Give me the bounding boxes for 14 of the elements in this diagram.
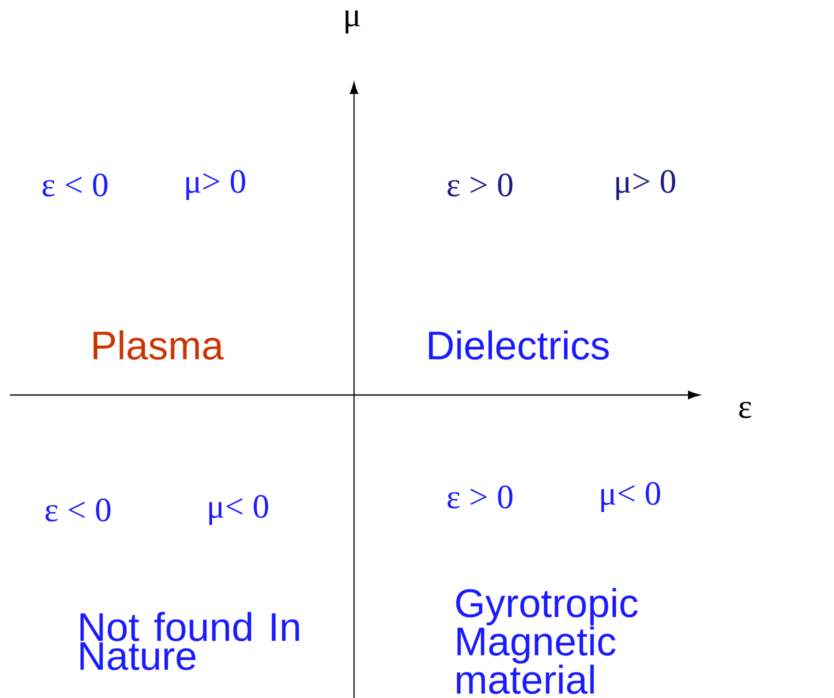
region-label: Gyrotropic Magnetic material (456, 588, 638, 694)
condition-label: μ> 0 (616, 170, 676, 200)
region-label: Plasma (94, 330, 224, 360)
condition-label: μ> 0 (186, 170, 246, 200)
axis-label: ε (739, 402, 752, 418)
condition-label: ε < 0 (42, 174, 108, 196)
condition-label: ε < 0 (46, 498, 110, 522)
condition-label: μ< 0 (209, 495, 268, 525)
region-label: Not found In Nature (80, 612, 299, 670)
condition-label: ε > 0 (448, 174, 512, 196)
condition-label: ε > 0 (448, 486, 512, 508)
axis-label: μ (346, 10, 360, 34)
region-label: Dielectrics (429, 330, 609, 360)
condition-label: μ< 0 (601, 482, 660, 512)
